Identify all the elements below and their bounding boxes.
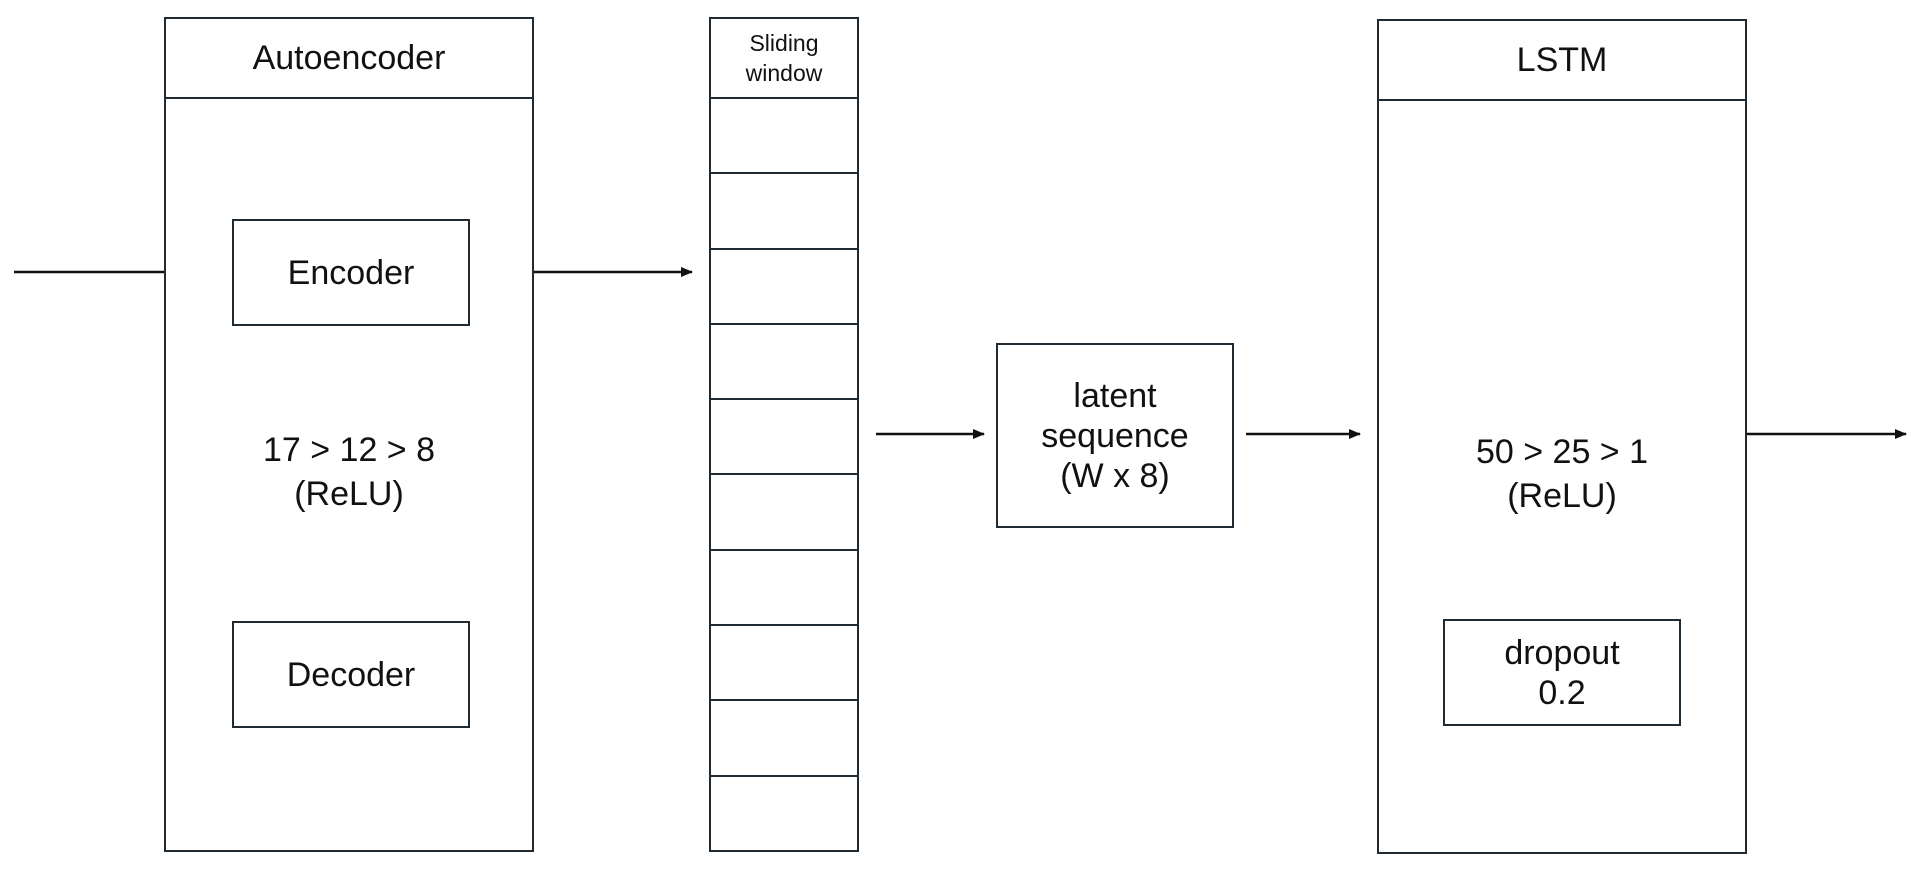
latent-sequence-box: latent sequence (W x 8) [996,343,1234,528]
encoder-box: Encoder [232,219,470,326]
dropout-box: dropout 0.2 [1443,619,1681,726]
sliding-window-cell [711,626,857,702]
dropout-value: 0.2 [1538,673,1586,712]
sliding-window-cell [711,99,857,175]
lstm-layers: 50 > 25 > 1 (ReLU) [1377,430,1747,518]
lstm-title: LSTM [1379,21,1745,101]
sliding-window-cell [711,325,857,401]
decoder-box: Decoder [232,621,470,728]
sliding-window-cell [711,250,857,325]
latent-line2: sequence [1041,416,1189,455]
latent-line1: latent [1073,376,1157,415]
sliding-window-cell [711,777,857,850]
sliding-window-title: Sliding window [711,19,857,99]
sliding-window-cell [711,551,857,627]
autoencoder-activation: (ReLU) [294,475,404,513]
sliding-window-title-line2: window [745,60,823,86]
sliding-window-cell [711,400,857,476]
decoder-label: Decoder [286,655,416,694]
sliding-window-title-line1: Sliding [749,30,819,56]
autoencoder-panel: Autoencoder [164,17,534,852]
lstm-layer-sizes: 50 > 25 > 1 [1475,433,1649,471]
latent-line3: (W x 8) [1060,456,1170,495]
sliding-window-panel: Sliding window [709,17,859,852]
encoder-label: Encoder [287,253,415,292]
lstm-panel: LSTM [1377,19,1747,854]
sliding-window-cell [711,701,857,777]
lstm-activation: (ReLU) [1507,477,1617,515]
sliding-window-cell [711,475,857,551]
dropout-label: dropout [1504,633,1620,672]
sliding-window-cell [711,174,857,250]
autoencoder-layers: 17 > 12 > 8 (ReLU) [164,428,534,516]
autoencoder-layer-sizes: 17 > 12 > 8 [262,431,436,469]
sliding-window-cells [711,99,857,850]
autoencoder-title: Autoencoder [166,19,532,99]
